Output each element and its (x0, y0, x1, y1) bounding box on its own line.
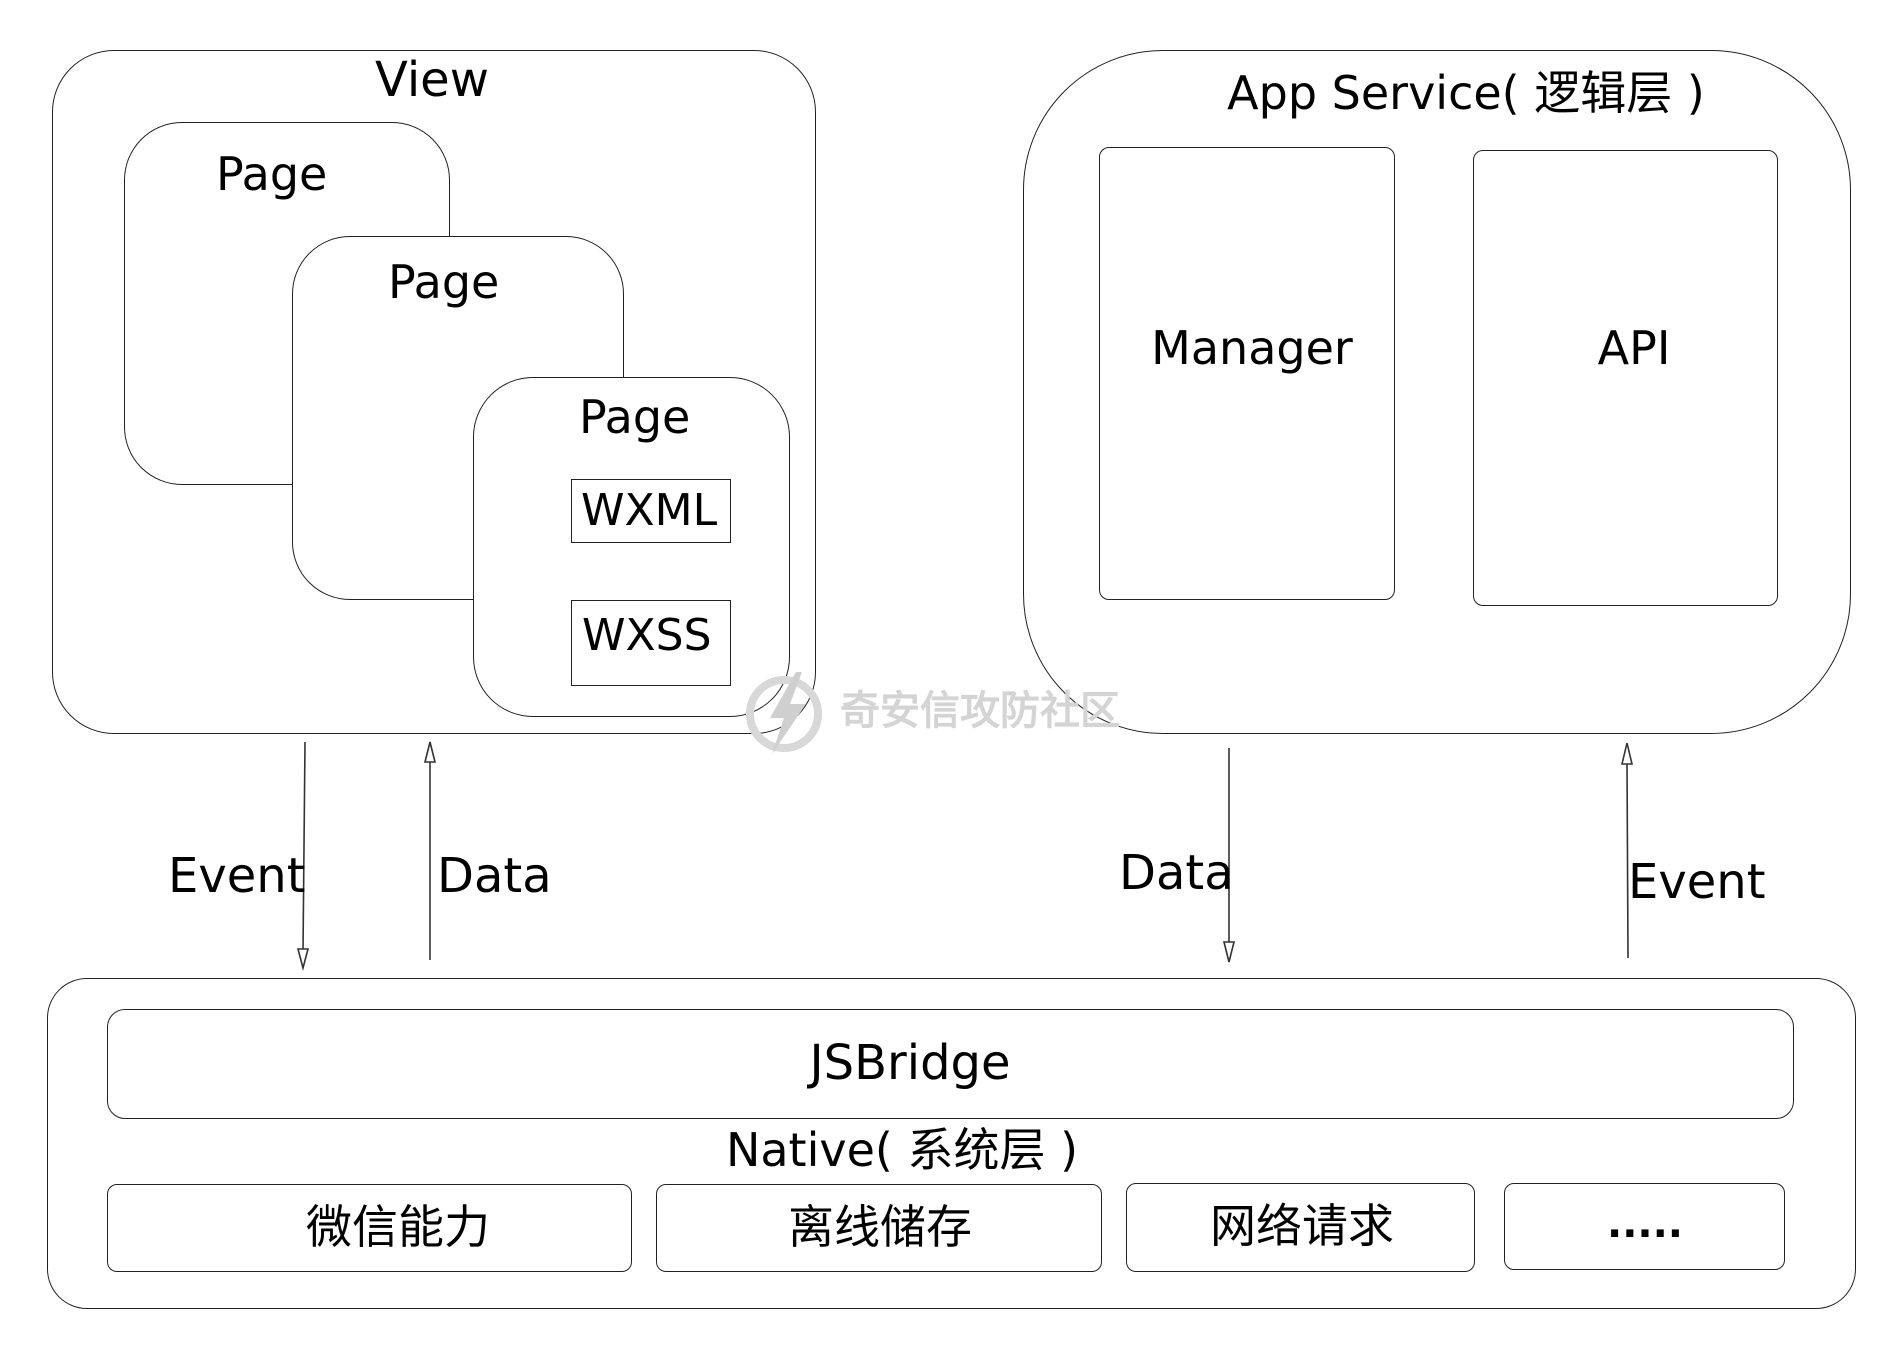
service-data-label: Data (1119, 845, 1234, 901)
service-event-label: Event (1628, 854, 1766, 910)
native-title: Native( 系统层 ) (725, 1123, 1079, 1177)
native-module-network: 网络请求 (1126, 1183, 1475, 1272)
page-card-2-label: Page (388, 255, 500, 309)
app-service-title: App Service( 逻辑层 ) (1227, 66, 1705, 120)
wxml-box: WXML (571, 479, 731, 543)
native-module-offline-storage-label: 离线储存 (788, 1200, 972, 1254)
service-data-arrow-head (1222, 941, 1236, 963)
jsbridge-label: JSBridge (809, 1035, 1011, 1091)
view-title: View (375, 52, 489, 108)
wxss-label: WXSS (582, 610, 712, 661)
watermark-logo-icon (746, 672, 822, 754)
native-module-more: ..... (1504, 1183, 1785, 1270)
view-event-label: Event (168, 848, 306, 904)
service-event-arrow-head (1620, 742, 1634, 765)
manager-label: Manager (1151, 321, 1353, 375)
view-data-label: Data (437, 848, 552, 904)
page-card-3-label: Page (579, 390, 691, 444)
view-event-arrow-head (296, 948, 310, 972)
native-module-offline-storage: 离线储存 (656, 1184, 1102, 1272)
page-card-1-label: Page (216, 147, 328, 201)
jsbridge-bar: JSBridge (107, 1009, 1794, 1119)
native-module-network-label: 网络请求 (1210, 1199, 1394, 1253)
view-event-arrow-line (302, 741, 306, 952)
watermark-text: 奇安信攻防社区 (840, 688, 1120, 734)
manager-box: Manager (1099, 147, 1395, 600)
service-event-arrow-line (1626, 761, 1629, 959)
native-module-wechat: 微信能力 (107, 1184, 632, 1272)
wxss-box: WXSS (571, 600, 731, 686)
native-module-wechat-label: 微信能力 (306, 1200, 490, 1254)
view-data-arrow-head (423, 741, 437, 763)
native-module-more-label: ..... (1607, 1201, 1683, 1247)
api-box: API (1473, 150, 1778, 606)
wxml-label: WXML (581, 485, 718, 536)
api-label: API (1597, 321, 1671, 375)
